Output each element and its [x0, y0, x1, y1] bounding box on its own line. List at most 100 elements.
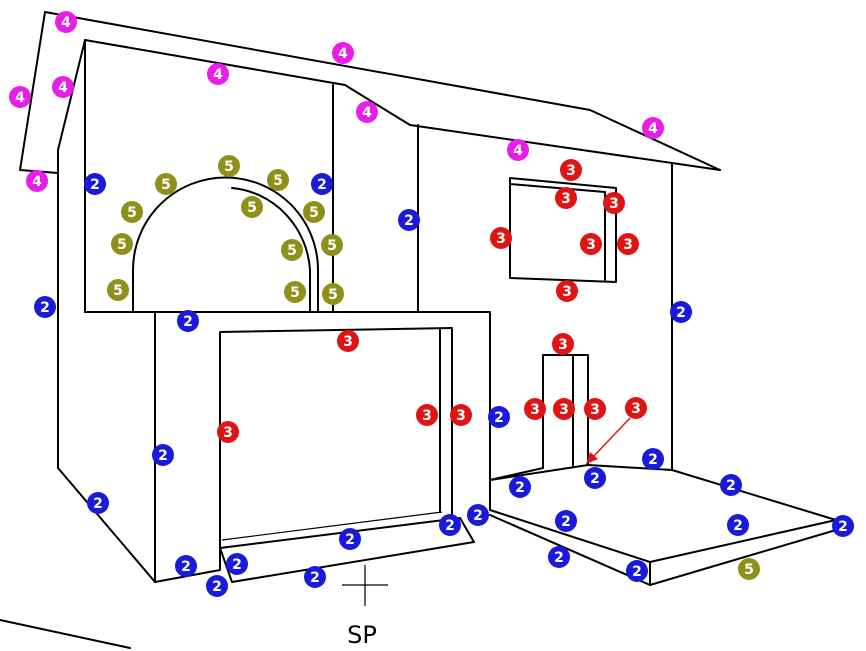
marker-number: 5 [247, 200, 257, 216]
marker-number: 2 [676, 305, 686, 321]
marker-number: 4 [338, 46, 348, 62]
marker-circle [524, 398, 546, 420]
marker-number: 2 [93, 496, 103, 512]
marker-5: 5 [284, 281, 306, 303]
marker-circle [584, 467, 606, 489]
marker-4: 4 [55, 11, 77, 33]
marker-circle [553, 398, 575, 420]
marker-number: 3 [558, 337, 568, 353]
porch-right-edge [649, 519, 837, 563]
marker-number: 3 [566, 163, 576, 179]
marker-number: 2 [590, 471, 600, 487]
marker-2: 2 [832, 515, 854, 537]
arch-inner [231, 187, 311, 313]
marker-3: 3 [603, 192, 625, 214]
marker-5: 5 [322, 283, 344, 305]
porch-outline [489, 464, 837, 586]
marker-circle [490, 227, 512, 249]
marker-2: 2 [548, 546, 570, 568]
roof-lower-edge [84, 39, 721, 171]
marker-circle [642, 117, 664, 139]
marker-circle [626, 560, 648, 582]
marker-5: 5 [281, 239, 303, 261]
marker-4: 4 [332, 42, 354, 64]
marker-2: 2 [175, 555, 197, 577]
marker-number: 3 [590, 402, 600, 418]
roof-inner-line [57, 39, 86, 151]
marker-2: 2 [311, 173, 333, 195]
marker-3: 3 [555, 187, 577, 209]
marker-number: 2 [310, 570, 320, 586]
marker-number: 3 [496, 231, 506, 247]
marker-circle [121, 201, 143, 223]
marker-number: 2 [733, 518, 743, 534]
marker-number: 2 [838, 519, 848, 535]
marker-circle [560, 159, 582, 181]
house-left-wall [57, 149, 156, 583]
marker-circle [720, 474, 742, 496]
marker-5: 5 [218, 155, 240, 177]
marker-number: 5 [328, 287, 338, 303]
marker-4: 4 [507, 139, 529, 161]
garage-door-frame [219, 327, 453, 571]
pointer-arrow-head [586, 452, 598, 464]
marker-circle [556, 280, 578, 302]
marker-circle [625, 397, 647, 419]
marker-3: 3 [556, 280, 578, 302]
marker-circle [217, 421, 239, 443]
marker-circle [603, 192, 625, 214]
marker-circle [281, 239, 303, 261]
marker-circle [416, 404, 438, 426]
marker-circle [284, 281, 306, 303]
roof-left-edge [19, 11, 59, 174]
marker-circle [304, 566, 326, 588]
marker-circle [738, 558, 760, 580]
marker-number: 4 [362, 105, 372, 121]
marker-number: 5 [744, 562, 754, 578]
marker-circle [580, 233, 602, 255]
marker-4: 4 [26, 170, 48, 192]
marker-circle [155, 173, 177, 195]
marker-number: 2 [158, 448, 168, 464]
marker-5: 5 [121, 201, 143, 223]
marker-circle [303, 201, 325, 223]
marker-number: 2 [40, 300, 50, 316]
marker-circle [226, 553, 248, 575]
marker-5: 5 [738, 558, 760, 580]
marker-circle [152, 444, 174, 466]
marker-number: 4 [58, 80, 68, 96]
marker-number: 3 [623, 237, 633, 253]
marker-circle [107, 279, 129, 301]
marker-2: 2 [84, 173, 106, 195]
marker-3: 3 [580, 233, 602, 255]
marker-circle [9, 86, 31, 108]
marker-circle [337, 330, 359, 352]
marker-5: 5 [241, 196, 263, 218]
marker-2: 2 [642, 448, 664, 470]
marker-number: 2 [632, 564, 642, 580]
marker-number: 2 [181, 559, 191, 575]
marker-3: 3 [217, 421, 239, 443]
marker-5: 5 [321, 234, 343, 256]
marker-number: 5 [290, 285, 300, 301]
marker-number: 2 [317, 177, 327, 193]
marker-3: 3 [617, 233, 639, 255]
marker-2: 2 [206, 575, 228, 597]
marker-circle [267, 169, 289, 191]
porch-front-edge [489, 509, 651, 563]
marker-circle [332, 42, 354, 64]
marker-circle [311, 173, 333, 195]
marker-4: 4 [9, 86, 31, 108]
window-frame [509, 177, 617, 283]
marker-number: 2 [648, 452, 658, 468]
marker-4: 4 [642, 117, 664, 139]
marker-circle [218, 155, 240, 177]
marker-number: 2 [473, 508, 483, 524]
marker-number: 3 [609, 196, 619, 212]
marker-number: 3 [562, 284, 572, 300]
marker-circle [507, 139, 529, 161]
marker-circle [548, 546, 570, 568]
marker-circle [727, 514, 749, 536]
